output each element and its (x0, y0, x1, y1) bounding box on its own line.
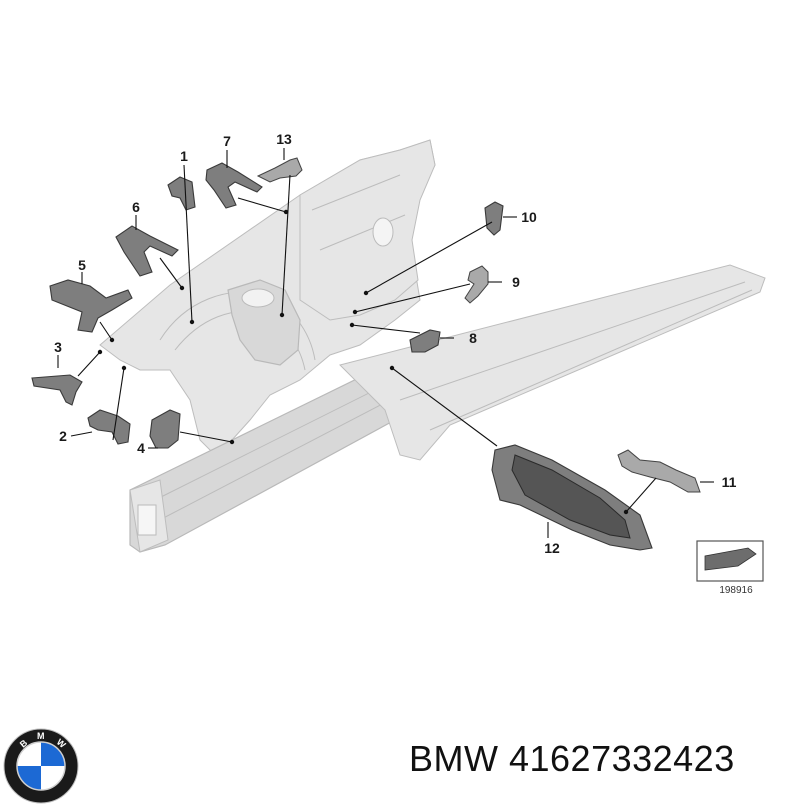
part-12 (491, 444, 653, 551)
callout-11: 11 (722, 474, 737, 490)
body-frame (99, 139, 766, 553)
part-3 (31, 374, 83, 406)
arrow-icon (704, 547, 757, 571)
part-13 (256, 157, 303, 183)
part-6 (115, 225, 179, 277)
callout-12: 12 (544, 540, 560, 556)
callout-13: 13 (276, 131, 292, 147)
callout-2: 2 (59, 428, 67, 444)
part-11 (617, 449, 701, 493)
callout-10: 10 (521, 209, 537, 225)
reference-code: 198916 (719, 585, 753, 596)
callout-9: 9 (512, 274, 520, 290)
bmw-logo: B M W (3, 728, 79, 804)
part-2 (87, 409, 131, 445)
callout-7: 7 (223, 133, 231, 149)
callout-1: 1 (180, 148, 188, 164)
part-5 (49, 279, 133, 333)
part-caption: BMW 41627332423 (409, 738, 735, 779)
svg-text:B: B (18, 737, 30, 749)
callout-3: 3 (54, 339, 62, 355)
part-9 (464, 265, 489, 304)
part-7 (205, 162, 263, 209)
callout-8: 8 (469, 330, 477, 346)
callout-5: 5 (78, 257, 86, 273)
part-1 (167, 176, 196, 211)
part-10 (484, 201, 504, 236)
reference-box: 198916 (696, 540, 764, 596)
part-4 (149, 409, 181, 449)
callout-4: 4 (137, 440, 145, 456)
part-8 (409, 329, 441, 353)
svg-text:M: M (37, 731, 45, 741)
leader-lines (57, 148, 714, 538)
callout-labels: 1 2 3 4 5 6 7 8 9 10 11 12 13 (54, 131, 737, 556)
callout-6: 6 (132, 199, 140, 215)
